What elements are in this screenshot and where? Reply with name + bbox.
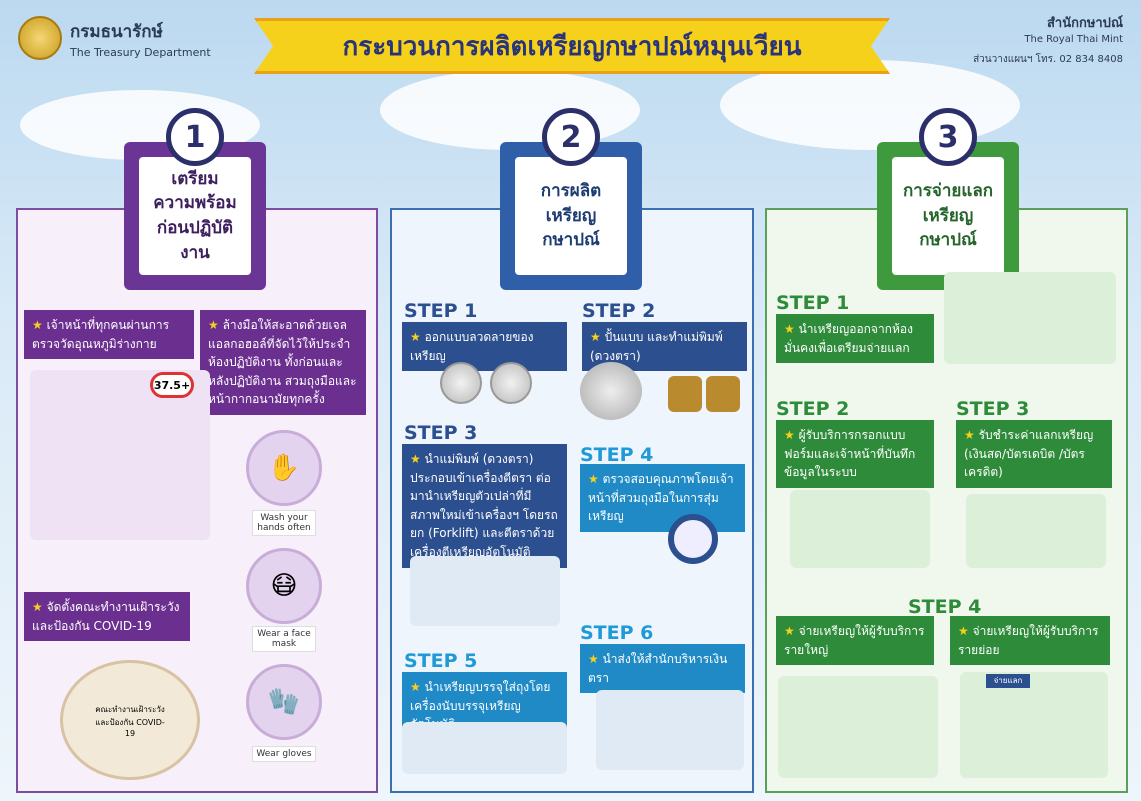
star-icon: ★ xyxy=(784,624,799,638)
star-icon: ★ xyxy=(784,428,799,442)
die-stamp-illustration xyxy=(668,376,702,412)
phase3-step1-label: STEP 1 xyxy=(776,292,850,314)
thermometer-badge: 37.5+ xyxy=(150,372,194,398)
coin-design-back xyxy=(490,362,532,404)
phase2-step4: ★ ตรวจสอบคุณภาพโดยเจ้าหน้าที่สวมถุงมือใน… xyxy=(580,464,745,532)
coin-mold-illustration xyxy=(580,362,642,420)
phase3-step2-label: STEP 2 xyxy=(776,398,850,420)
phase3-step2: ★ ผู้รับบริการกรอกแบบฟอร์มและเจ้าหน้าที่… xyxy=(776,420,934,488)
page-title: กระบวนการผลิตเหรียญกษาปณ์หมุนเวียน xyxy=(254,18,890,74)
truck-delivery-illustration xyxy=(778,676,938,778)
phase1-item-committee: ★ จัดตั้งคณะทำงานเฝ้าระวังและป้องกัน COV… xyxy=(24,592,190,642)
vault-room-illustration xyxy=(944,272,1116,364)
phase2-step5-label: STEP 5 xyxy=(404,650,478,672)
mint-phone: ส่วนวางแผนฯ โทร. 02 834 8408 xyxy=(973,54,1123,65)
phase3-step1: ★ นำเหรียญออกจากห้องมั่นคงเพื่อเตรียมจ่า… xyxy=(776,314,934,364)
phase2-step3: ★ นำแม่พิมพ์ (ดวงตรา) ประกอบเข้าเครื่องต… xyxy=(402,444,567,568)
phase2-title-card: การผลิต เหรียญกษาปณ์ xyxy=(500,142,642,290)
star-icon: ★ xyxy=(964,428,979,442)
phase2-step1-label: STEP 1 xyxy=(404,300,478,322)
vault-delivery-illustration xyxy=(596,690,744,770)
phase2-step3-label: STEP 3 xyxy=(404,422,478,444)
phase1-number: 1 xyxy=(166,108,224,166)
phase2-step6: ★ นำส่งให้สำนักบริหารเงินตรา xyxy=(580,644,745,694)
star-icon: ★ xyxy=(32,600,47,614)
star-icon: ★ xyxy=(958,624,973,638)
star-icon: ★ xyxy=(410,452,425,466)
meeting-table-illustration: คณะทำงานเฝ้าระวังและป้องกัน COVID-19 xyxy=(60,660,200,780)
agency-name-th: กรมธนารักษ์ xyxy=(70,22,163,42)
gloves-icon: 🧤 xyxy=(246,664,322,740)
temperature-check-illustration xyxy=(30,370,210,540)
phase1-item-temperature: ★ เจ้าหน้าที่ทุกคนผ่านการตรวจวัดอุณหภูมิ… xyxy=(24,310,194,360)
die-stamp-illustration xyxy=(706,376,740,412)
caption-gloves: Wear gloves xyxy=(252,746,316,762)
phase2-number: 2 xyxy=(542,108,600,166)
exchange-counter-illustration xyxy=(960,672,1108,778)
phase1-item-handwash: ★ ล้างมือให้สะอาดด้วยเจลแอลกอฮอล์ที่จัดไ… xyxy=(200,310,366,415)
magnifier-icon xyxy=(668,514,718,564)
star-icon: ★ xyxy=(410,680,425,694)
cloud xyxy=(380,70,640,150)
star-icon: ★ xyxy=(410,330,425,344)
counter-sign: จ่ายแลก xyxy=(986,674,1030,688)
phase3-title-line: การจ่ายแลก xyxy=(902,181,994,202)
face-mask-icon: 😷 xyxy=(246,548,322,624)
mint-name-en: The Royal Thai Mint xyxy=(1024,34,1123,45)
phase2-title-line: การผลิต xyxy=(540,181,602,202)
phase3-step4-small: ★ จ่ายเหรียญให้ผู้รับบริการรายย่อย xyxy=(950,616,1110,666)
phase3-number: 3 xyxy=(919,108,977,166)
phase2-step1: ★ ออกแบบลวดลายของเหรียญ xyxy=(402,322,567,372)
phase1-title-card: เตรียม ความพร้อม ก่อนปฏิบัติงาน xyxy=(124,142,266,290)
hand-wash-icon: ✋ xyxy=(246,430,322,506)
phase2-title-line: เหรียญกษาปณ์ xyxy=(542,205,600,251)
phase3-step3-label: STEP 3 xyxy=(956,398,1030,420)
star-icon: ★ xyxy=(588,472,603,486)
packing-line-illustration xyxy=(402,722,567,774)
star-icon: ★ xyxy=(588,652,603,666)
card-payment-illustration xyxy=(966,494,1106,568)
star-icon: ★ xyxy=(784,322,799,336)
star-icon: ★ xyxy=(32,318,47,332)
treasury-logo xyxy=(18,16,62,60)
phase3-step4-large: ★ จ่ายเหรียญให้ผู้รับบริการรายใหญ่ xyxy=(776,616,934,666)
phase2-step6-label: STEP 6 xyxy=(580,622,654,644)
phase3-title-card: การจ่ายแลก เหรียญกษาปณ์ xyxy=(877,142,1019,290)
coin-design-front xyxy=(440,362,482,404)
caption-mask: Wear a face mask xyxy=(252,626,316,652)
caption-wash: Wash your hands often xyxy=(252,510,316,536)
mint-name-th: สำนักกษาปณ์ xyxy=(1046,16,1123,31)
phase3-title-line: เหรียญกษาปณ์ xyxy=(919,205,977,251)
phase3-step3: ★ รับชำระค่าแลกเหรียญ (เงินสด/บัตรเดบิต … xyxy=(956,420,1112,488)
star-icon: ★ xyxy=(590,330,605,344)
agency-name-en: The Treasury Department xyxy=(70,46,211,59)
computer-form-illustration xyxy=(790,490,930,568)
star-icon: ★ xyxy=(208,318,223,332)
phase3-step4-label: STEP 4 xyxy=(908,596,982,618)
phase1-title-line: ความพร้อม xyxy=(153,193,237,214)
phase1-title-line: เตรียม xyxy=(171,168,219,189)
phase2-step2-label: STEP 2 xyxy=(582,300,656,322)
phase1-title-line: ก่อนปฏิบัติงาน xyxy=(156,218,234,263)
phase2-step4-label: STEP 4 xyxy=(580,444,654,466)
forklift-press-illustration xyxy=(410,556,560,626)
